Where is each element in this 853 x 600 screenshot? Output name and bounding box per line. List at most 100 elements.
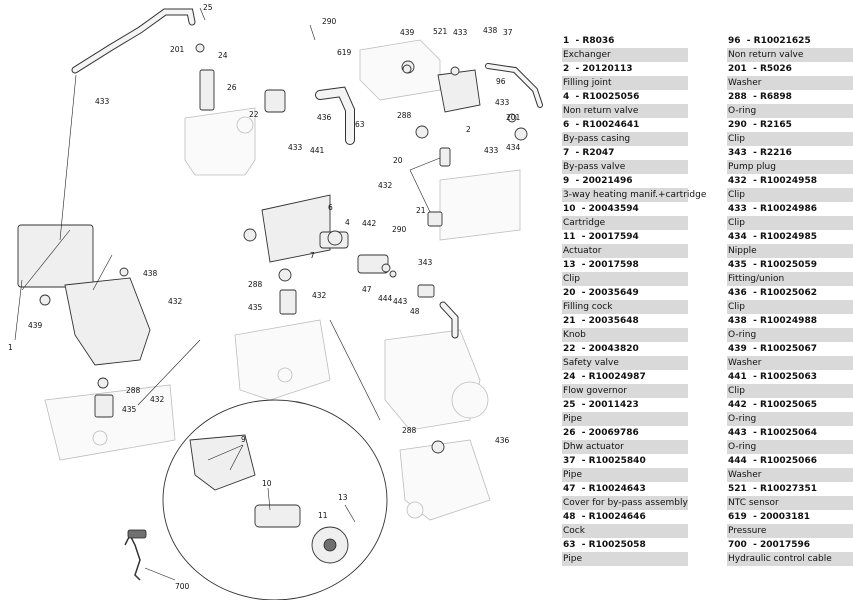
part-description: O-ring (727, 440, 853, 454)
part-number-and-code: 619 - 20003181 (728, 512, 811, 522)
part-number-and-code: 435 - R10025059 (728, 260, 817, 270)
callout: 1 (8, 343, 13, 352)
part-number: 10 (563, 204, 576, 214)
pipes (71, 8, 543, 339)
part-number-and-code: 63 - R10025058 (563, 540, 646, 550)
exploded-view-diagram: 25 290 201 24 619 439 521 433 438 37 433… (8, 3, 543, 600)
part-code: R10024988 (759, 316, 817, 326)
part-number-and-code: 21 - 20035648 (563, 316, 639, 326)
part-number-and-code: 433 - R10024986 (728, 204, 817, 214)
part-description: Actuator (562, 244, 688, 258)
part-description: Pressure (727, 524, 853, 538)
callout: 435 (122, 405, 137, 414)
part-code: 20011423 (588, 400, 639, 410)
part-number: 438 (728, 316, 747, 326)
callout: 201 (170, 45, 185, 54)
part-number-and-code: 290 - R2165 (728, 120, 792, 130)
part-number: 26 (563, 428, 576, 438)
part-number: 444 (728, 456, 747, 466)
part-code: 20035648 (588, 316, 639, 326)
callout: 432 (150, 395, 165, 404)
part-number: 47 (563, 484, 576, 494)
callout: 22 (249, 110, 259, 119)
part-number-and-code: 444 - R10025066 (728, 456, 817, 466)
part-description: Clip (727, 384, 853, 398)
part-number: 24 (563, 372, 576, 382)
part-number-and-code: 1 - R8036 (563, 36, 615, 46)
callout: 13 (338, 493, 348, 502)
part-description: Clip (727, 300, 853, 314)
part-number: 37 (563, 456, 576, 466)
bypass-casing-shape (261, 194, 331, 263)
part-code: 20120113 (582, 64, 633, 74)
part-number-and-code: 439 - R10025067 (728, 344, 817, 354)
part-description: Clip (727, 188, 853, 202)
part-code: R10025065 (759, 400, 817, 410)
part-description: Non return valve (562, 104, 688, 118)
part-description: Fitting/union (727, 272, 853, 286)
callout: 288 (126, 386, 141, 395)
callout: 288 (402, 426, 417, 435)
part-number-and-code: 201 - R5026 (728, 64, 792, 74)
part-number: 441 (728, 372, 747, 382)
part-code: R10024986 (759, 204, 817, 214)
part-description: Cover for by-pass assembly (562, 496, 688, 510)
part-number-and-code: 11 - 20017594 (563, 232, 639, 242)
part-number-and-code: 24 - R10024987 (563, 372, 646, 382)
part-description: Dhw actuator (562, 440, 688, 454)
callout: 442 (362, 219, 377, 228)
part-number: 700 (728, 540, 747, 550)
part-number: 436 (728, 288, 747, 298)
callout: 47 (362, 285, 372, 294)
part-description: O-ring (727, 412, 853, 426)
callout: 433 (484, 146, 499, 155)
callout-labels: 25 290 201 24 619 439 521 433 438 37 433… (8, 3, 521, 591)
part-description: Hydraulic control cable (727, 552, 853, 566)
part-description: Pipe (562, 552, 688, 566)
part-code: 20017594 (588, 232, 639, 242)
part-number: 63 (563, 540, 576, 550)
part-number: 201 (728, 64, 747, 74)
part-code: R10025840 (588, 456, 646, 466)
part-number: 9 (563, 176, 570, 186)
callout: 288 (248, 280, 263, 289)
part-number-and-code: 47 - R10024643 (563, 484, 646, 494)
callout: 10 (262, 479, 272, 488)
part-code: 20043820 (588, 344, 639, 354)
part-code: R6898 (759, 92, 792, 102)
callout: 4 (345, 218, 350, 227)
part-number: 7 (563, 148, 570, 158)
part-code: R2047 (582, 148, 615, 158)
part-code: 20021496 (582, 176, 633, 186)
part-number: 20 (563, 288, 576, 298)
part-code: 20043594 (588, 204, 639, 214)
callout: 439 (400, 28, 415, 37)
callout: 441 (310, 146, 325, 155)
part-description: By-pass valve (562, 160, 688, 174)
part-description: Washer (727, 76, 853, 90)
part-code: R5026 (759, 64, 792, 74)
part-number: 435 (728, 260, 747, 270)
callout: 432 (378, 181, 393, 190)
part-code: 20069786 (588, 428, 639, 438)
